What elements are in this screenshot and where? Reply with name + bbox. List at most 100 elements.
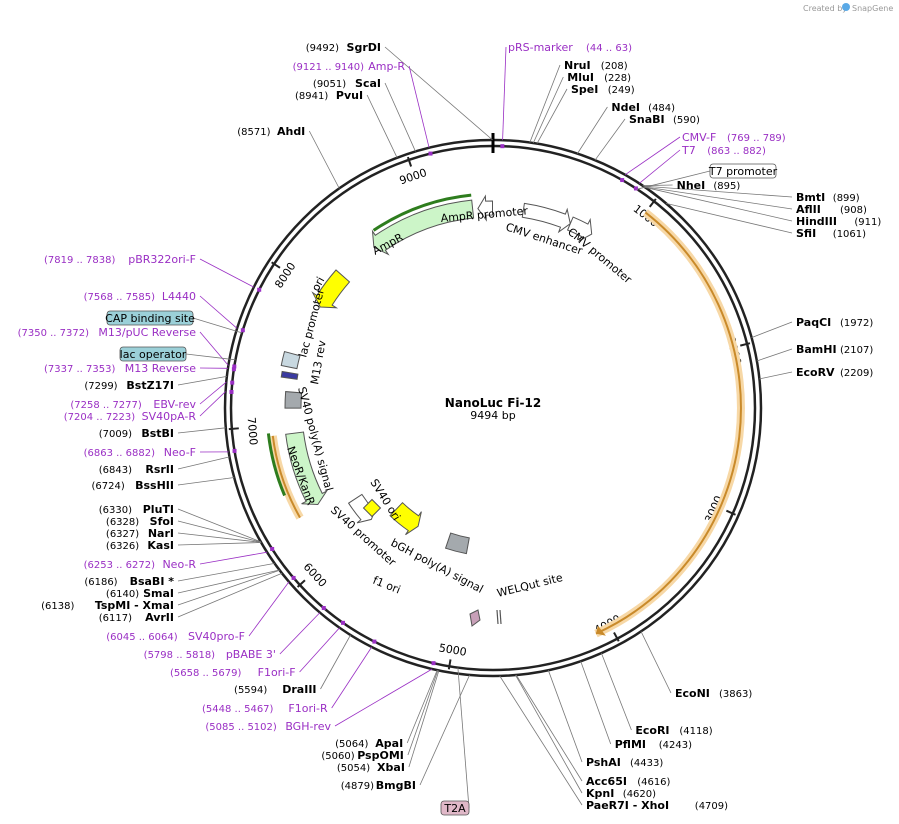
boxed-label-t7-promoter[interactable]: T7 promoter [708,163,778,179]
enzyme-label-sgrdi[interactable]: SgrDI(9492) [306,41,381,54]
enzyme-label-pluti[interactable]: PluTI(6330) [99,503,174,516]
feature-m13-rev [280,370,299,380]
primer-label-neo-f[interactable]: Neo-F (6863 .. 6882) [84,446,196,459]
primer-name: Neo-F [164,446,196,459]
enzyme-label-pvui[interactable]: PvuI(8941) [295,89,363,102]
enzyme-leader [407,670,439,756]
enzyme-label-ahdi[interactable]: AhdI(8571) [237,125,305,138]
enzyme-label-xbai[interactable]: XbaI(5054) [337,761,405,774]
enzyme-position: (4243) [659,740,692,751]
enzyme-label-mlui[interactable]: MluI(228) [567,71,631,84]
primer-range: (7819 .. 7838) [44,255,116,266]
feature-label-f1-ori: f1 ori [371,574,402,597]
primer-leader [408,65,430,148]
enzyme-label-pspomi[interactable]: PspOMI(5060) [321,749,403,762]
enzyme-label-bstbi[interactable]: BstBI(7009) [99,427,174,440]
enzyme-label-apai[interactable]: ApaI(5064) [335,737,403,750]
enzyme-position: (1972) [840,318,873,329]
enzyme-position: (5594) [234,685,267,696]
enzyme-label-nari[interactable]: NarI(6327) [106,527,174,540]
enzyme-leader [406,669,438,744]
enzyme-label-econi[interactable]: EcoNI(3863) [675,687,752,700]
enzyme-label-spei[interactable]: SpeI(249) [571,83,635,96]
enzyme-label-bamhi[interactable]: BamHI(2107) [796,343,873,356]
primer-name: SV40pro-F [188,630,245,643]
enzyme-label-bmti[interactable]: BmtI(899) [796,191,860,204]
enzyme-label-ecorv[interactable]: EcoRV(2209) [796,366,873,379]
primer-label-neo-r[interactable]: Neo-R(6253 .. 6272) [84,558,197,571]
primer-label-cmv-f[interactable]: CMV-F(769 .. 789) [682,131,786,144]
enzyme-leader [177,376,227,386]
primer-binding-mark [232,448,237,453]
primer-label-l4440[interactable]: L4440(7568 .. 7585) [84,290,196,303]
enzyme-label-paqci[interactable]: PaqCI(1972) [796,316,873,329]
primer-name: BGH-rev [285,720,331,733]
enzyme-label-nhei[interactable]: NheI(895) [677,179,741,192]
primer-label-sv40pro-f[interactable]: SV40pro-F(6045 .. 6064) [106,630,245,643]
primer-label-pbabe-3[interactable]: pBABE 3'(5798 .. 5818) [144,648,276,661]
enzyme-label-pshai[interactable]: PshAI(4433) [586,756,663,769]
enzyme-label-hindiii[interactable]: HindIII(911) [796,215,881,228]
enzyme-label-bstz17i[interactable]: BstZ17I(7299) [84,379,174,392]
enzyme-label-bmgbi[interactable]: BmgBI(4879) [341,779,416,792]
enzyme-label-nrui[interactable]: NruI(208) [564,59,628,72]
primer-label-sv40pa-r[interactable]: SV40pA-R(7204 .. 7223) [64,410,197,423]
primer-label-t7[interactable]: T7(863 .. 882) [681,144,766,157]
enzyme-label-scai[interactable]: ScaI(9051) [313,77,381,90]
primer-label-prs-marker[interactable]: pRS-marker(44 .. 63) [508,41,632,54]
enzyme-position: (5064) [335,739,368,750]
enzyme-label-paer7i-xhoi[interactable]: PaeR7I - XhoI(4709) [586,799,728,812]
enzyme-position: (6117) [99,613,132,624]
enzyme-leader [177,572,283,618]
enzyme-leader [756,348,793,362]
feature-f1-ori [389,501,422,536]
primer-leader [199,331,229,366]
primer-label-pbr322ori-f[interactable]: pBR322ori-F(7819 .. 7838) [44,253,196,266]
primer-leader [279,612,321,655]
enzyme-label-sfii[interactable]: SfiI(1061) [796,227,866,240]
boxed-label-t2a[interactable]: T2A [440,800,470,816]
primer-leader [199,381,227,405]
enzyme-label-ecori[interactable]: EcoRI(4118) [635,724,712,737]
enzyme-name: BssHII [135,479,174,492]
enzyme-label-draiii[interactable]: DraIII(5594) [234,683,316,696]
primer-label-m13-puc-reverse[interactable]: M13/pUC Reverse(7350 .. 7372) [18,326,197,339]
enzyme-leader [594,118,626,161]
enzyme-name: RsrII [145,463,174,476]
primer-label-f1ori-f[interactable]: F1ori-F(5658 .. 5679) [170,666,296,679]
enzyme-label-bsabi[interactable]: BsaBI *(6186) [84,575,174,588]
enzyme-leader [643,185,793,198]
enzyme-name: KasI [147,539,174,552]
enzyme-label-snabi[interactable]: SnaBI(590) [629,113,700,126]
feature-welqut-site [496,609,499,625]
enzyme-name: PaeR7I - XhoI [586,799,669,812]
primer-range: (6863 .. 6882) [84,448,156,459]
enzyme-label-rsrii[interactable]: RsrII(6843) [99,463,174,476]
enzyme-label-kasi[interactable]: KasI(6326) [106,539,174,552]
enzyme-label-kpni[interactable]: KpnI(4620) [586,787,656,800]
primer-name: F1ori-R [288,702,328,715]
primer-label-m13-reverse[interactable]: M13 Reverse(7337 .. 7353) [44,362,196,375]
enzyme-label-sfoi[interactable]: SfoI(6328) [106,515,174,528]
orf-arcs [268,209,745,638]
enzyme-label-tspmi-xmai[interactable]: TspMI - XmaI(6138) [41,599,174,612]
enzyme-label-aflii[interactable]: AflII(908) [796,203,867,216]
boxed-label-cap-binding-site[interactable]: CAP binding site [105,310,195,326]
enzyme-label-avrii[interactable]: AvrII(6117) [99,611,174,624]
enzyme-label-acc65i[interactable]: Acc65I(4616) [586,775,671,788]
enzyme-label-bsshii[interactable]: BssHII(6724) [92,479,174,492]
enzyme-name: BstZ17I [126,379,174,392]
enzyme-name: NdeI [611,101,640,114]
primer-label-amp-r[interactable]: Amp-R(9121 .. 9140) [293,60,406,73]
enzyme-leader [577,106,608,154]
enzyme-label-ndei[interactable]: NdeI(484) [611,101,675,114]
primer-label-bgh-rev[interactable]: BGH-rev(5085 .. 5102) [205,720,331,733]
primer-label-f1ori-r[interactable]: F1ori-R(5448 .. 5467) [202,702,328,715]
enzyme-label-pflmi[interactable]: PflMI(4243) [615,738,692,751]
label-box [106,310,194,326]
primer-label-ebv-rev[interactable]: EBV-rev(7258 .. 7277) [70,398,196,411]
enzyme-label-smai[interactable]: SmaI(6140) [106,587,174,600]
boxed-label-lac-operator[interactable]: lac operator [119,346,187,362]
primer-leader [299,627,340,673]
enzyme-leader [177,508,261,543]
